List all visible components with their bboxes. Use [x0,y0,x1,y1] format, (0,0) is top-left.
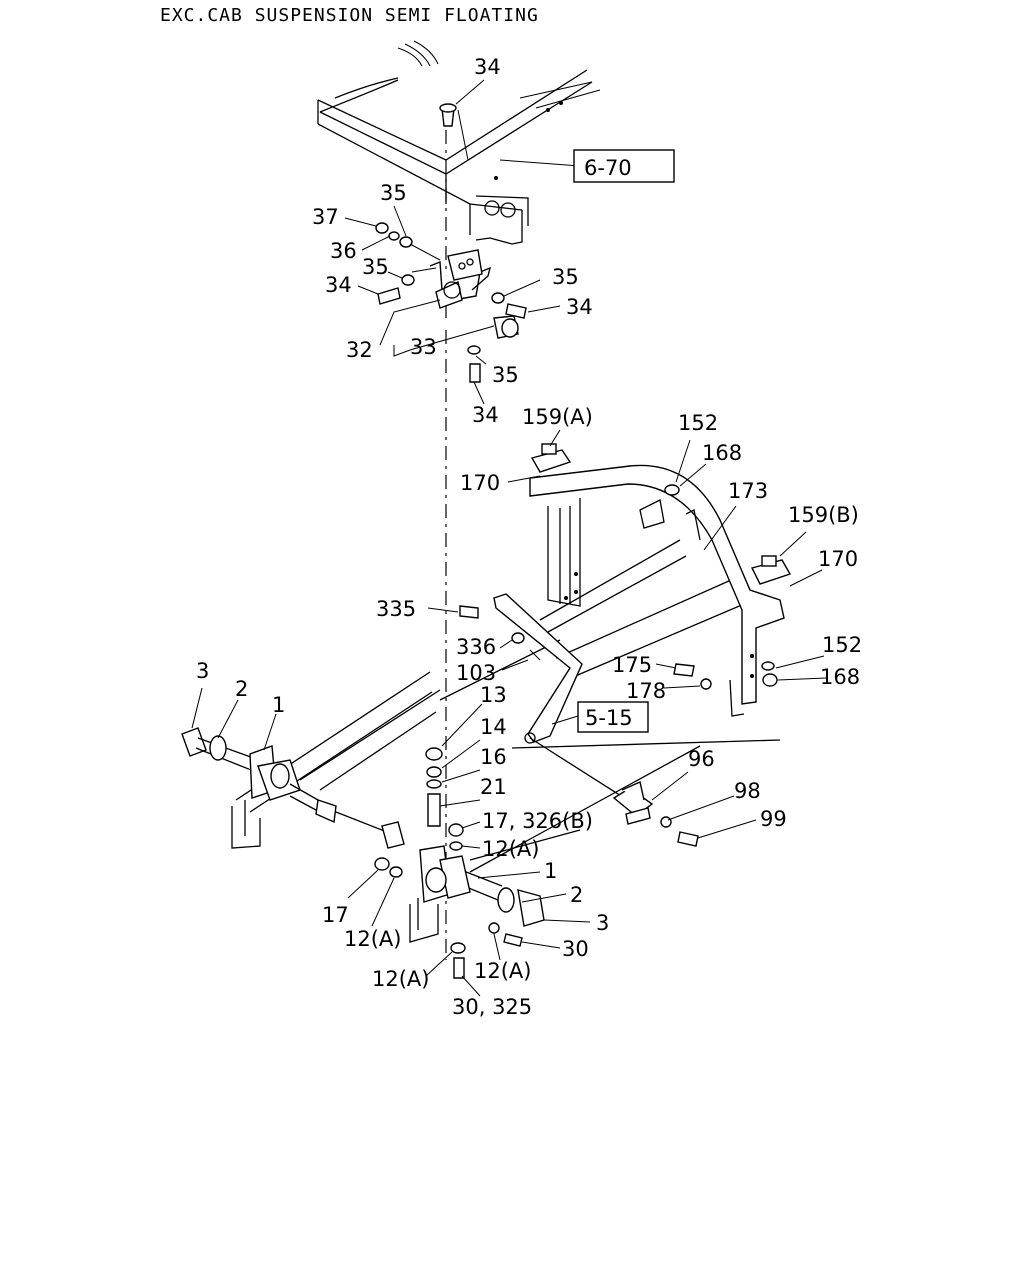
cab-support-bracket [529,443,792,717]
callout-16: 16 [480,745,507,769]
cab-frame-rail [317,40,601,245]
callout-12a: 12(A) [474,959,531,983]
upper-bracket-assembly [375,103,581,383]
callout-152: 152 [678,411,718,435]
callout-159a: 159(A) [522,405,593,429]
callout-30: 30 [562,937,589,961]
callout-2: 2 [570,883,583,907]
callout-98: 98 [734,779,761,803]
callout-13: 13 [480,683,507,707]
callout-labels: 34 35 37 36 35 34 35 34 32 33 35 34 159(… [196,55,862,1019]
callout-32: 32 [346,338,373,362]
callout-168: 168 [820,665,860,689]
callout-1: 1 [272,693,285,717]
callout-37: 37 [312,205,339,229]
callout-14: 14 [480,715,507,739]
callout-12a: 12(A) [482,837,539,861]
callout-99: 99 [760,807,787,831]
callout-35: 35 [492,363,519,387]
ref-6-70[interactable]: 6-70 [584,156,632,180]
callout-12a: 12(A) [372,967,429,991]
callout-35: 35 [362,255,389,279]
callout-34: 34 [566,295,593,319]
callout-34: 34 [472,403,499,427]
callout-170: 170 [460,471,500,495]
callout-34: 34 [474,55,501,79]
callout-175: 175 [612,653,652,677]
callout-30-325: 30, 325 [452,995,532,1019]
ref-box-6-70 [573,149,675,183]
callout-152: 152 [822,633,862,657]
callout-1: 1 [544,859,557,883]
torsion-arm [459,593,641,809]
callout-12a: 12(A) [344,927,401,951]
callout-3: 3 [596,911,609,935]
callout-335: 335 [376,597,416,621]
callout-33: 33 [410,335,437,359]
torsion-bar-assembly [181,727,701,979]
callout-103: 103 [456,661,496,685]
callout-3: 3 [196,659,209,683]
callout-96: 96 [688,747,715,771]
callout-35: 35 [380,181,407,205]
callout-168: 168 [702,441,742,465]
callout-173: 173 [728,479,768,503]
callout-2: 2 [235,677,248,701]
callout-36: 36 [330,239,357,263]
leader-lines [191,79,827,997]
diagram-title: EXC.CAB SUSPENSION SEMI FLOATING [160,5,539,26]
callout-336: 336 [456,635,496,659]
ref-5-15[interactable]: 5-15 [585,706,633,730]
lower-bracket [612,781,699,847]
callout-170: 170 [818,547,858,571]
callout-17: 17 [322,903,349,927]
callout-178: 178 [626,679,666,703]
callout-21: 21 [480,775,507,799]
ref-box-5-15 [577,701,649,733]
callout-34: 34 [325,273,352,297]
callout-17-326b: 17, 326(B) [482,809,593,833]
callout-35: 35 [552,265,579,289]
callout-159b: 159(B) [788,503,859,527]
